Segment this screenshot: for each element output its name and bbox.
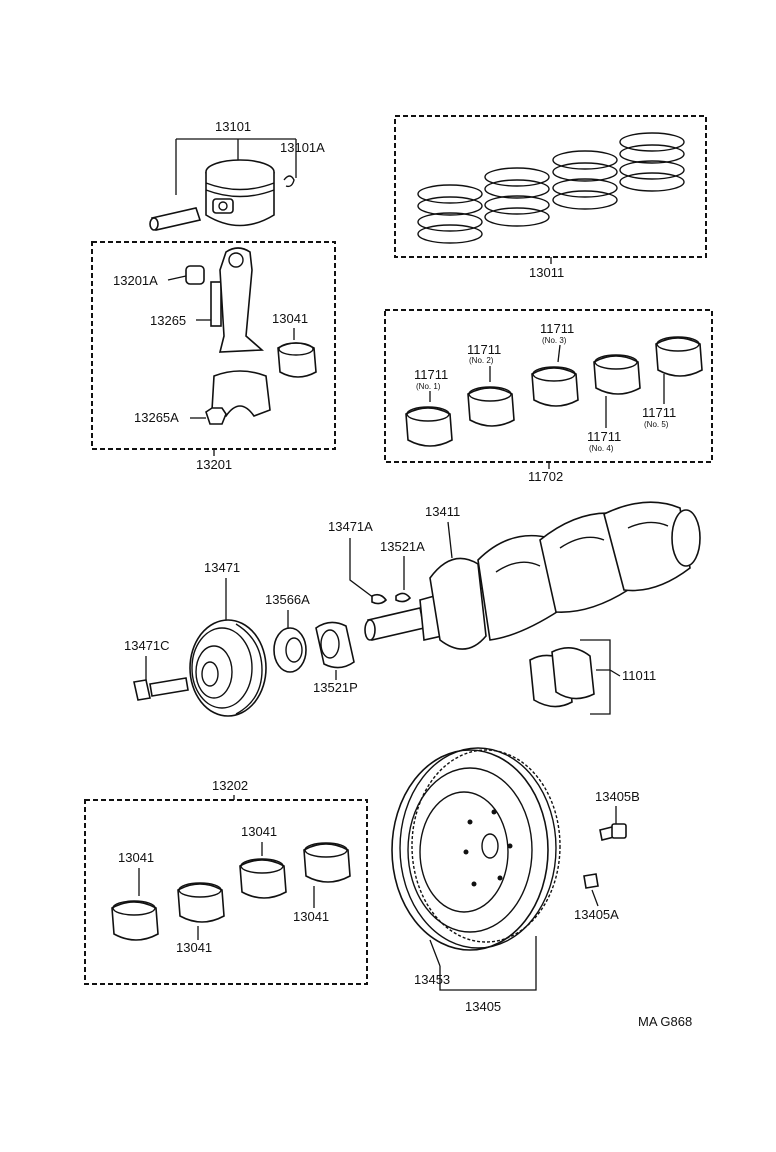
label-13521P: 13521P bbox=[313, 680, 358, 695]
rod-bearing bbox=[277, 342, 317, 378]
label-13265: 13265 bbox=[150, 313, 186, 328]
label-11011: 11011 bbox=[622, 668, 656, 683]
flywheel-group: 13405B 13405A 13453 13405 bbox=[391, 747, 640, 1014]
main-bearing-no2 bbox=[467, 387, 515, 427]
ring-set-2 bbox=[484, 167, 550, 227]
label-13011: 13011 bbox=[529, 265, 564, 280]
label-13471C: 13471C bbox=[124, 638, 170, 653]
label-13041-rod: 13041 bbox=[272, 311, 308, 326]
label-11711-no2-sub: (No. 2) bbox=[469, 356, 494, 365]
label-13041-d: 13041 bbox=[293, 909, 329, 924]
label-13405B: 13405B bbox=[595, 789, 640, 804]
label-11711-no3: 11711 bbox=[540, 321, 574, 336]
label-13201: 13201 bbox=[196, 457, 232, 472]
label-13521A: 13521A bbox=[380, 539, 425, 554]
dowel-pin bbox=[583, 873, 599, 889]
label-13405: 13405 bbox=[465, 999, 501, 1014]
main-bearing-no5 bbox=[655, 337, 703, 377]
thrust-washer-b bbox=[551, 647, 595, 700]
woodruff-key-a bbox=[371, 593, 388, 605]
label-13471: 13471 bbox=[204, 560, 240, 575]
label-11711-no5: 11711 bbox=[642, 405, 676, 420]
ring-set-3 bbox=[552, 150, 618, 210]
snap-ring bbox=[283, 175, 295, 188]
label-11702: 11702 bbox=[528, 469, 563, 484]
label-13101A: 13101A bbox=[280, 140, 325, 155]
main-bearing-no4 bbox=[593, 355, 641, 395]
rod-bearing-c bbox=[239, 859, 287, 899]
label-13041-c: 13041 bbox=[241, 824, 277, 839]
connecting-rod-group: 13201 13201A 13265 13041 13265A bbox=[91, 241, 336, 472]
rod-bearing-b bbox=[177, 883, 225, 923]
label-13411: 13411 bbox=[425, 504, 460, 519]
catalog-reference: MA G868 bbox=[638, 1014, 692, 1029]
piston-group: 13101 13101A bbox=[149, 119, 325, 231]
label-11711-no5-sub: (No. 5) bbox=[644, 420, 669, 429]
label-13453: 13453 bbox=[414, 972, 450, 987]
rod-bearing-a bbox=[111, 901, 159, 941]
label-13201A: 13201A bbox=[113, 273, 158, 288]
rod-cap bbox=[211, 370, 271, 417]
woodruff-key-b bbox=[395, 592, 412, 603]
crank-pulley bbox=[189, 619, 267, 717]
main-bearing-group: 11702 11711 (No. 1) 11711 (No. 2) 11711 … bbox=[384, 309, 713, 484]
rod-bearing-d bbox=[303, 843, 351, 883]
label-11711-no3-sub: (No. 3) bbox=[542, 336, 567, 345]
crank-web-1 bbox=[429, 557, 487, 650]
label-11711-no2: 11711 bbox=[467, 342, 501, 357]
pulley-bolt bbox=[149, 677, 189, 697]
crankshaft-group: 13471A 13521A 13411 13471 13471C 13566A bbox=[124, 501, 701, 717]
rod-bearing-group: 13202 13041 13041 13041 13041 bbox=[84, 778, 368, 985]
flywheel bbox=[391, 749, 549, 951]
rod-bolt bbox=[210, 281, 222, 327]
label-13202: 13202 bbox=[212, 778, 248, 793]
crank-snout bbox=[367, 607, 425, 641]
label-13265A: 13265A bbox=[134, 410, 179, 425]
label-11711-no1: 11711 bbox=[414, 367, 448, 382]
label-11711-no4: 11711 bbox=[587, 429, 621, 444]
ring-set-1 bbox=[417, 184, 483, 244]
ring-set-4 bbox=[619, 132, 685, 192]
label-13405A: 13405A bbox=[574, 907, 619, 922]
piston-ring-group: 13011 bbox=[394, 115, 707, 280]
bushing bbox=[185, 265, 205, 285]
piston-pin bbox=[150, 207, 202, 231]
label-11711-no4-sub: (No. 4) bbox=[589, 444, 614, 453]
label-13566A: 13566A bbox=[265, 592, 310, 607]
crank-flange bbox=[671, 509, 701, 567]
label-13471A: 13471A bbox=[328, 519, 373, 534]
label-11711-no1-sub: (No. 1) bbox=[416, 382, 441, 391]
main-bearing-no1 bbox=[405, 407, 453, 447]
oil-seal bbox=[273, 627, 307, 673]
pulley-bolt-head bbox=[133, 679, 151, 701]
connecting-rod bbox=[218, 247, 265, 353]
label-13041-a: 13041 bbox=[118, 850, 154, 865]
rod-nut bbox=[205, 407, 227, 425]
label-13101: 13101 bbox=[215, 119, 251, 134]
label-13041-b: 13041 bbox=[176, 940, 212, 955]
crank-web-4 bbox=[603, 501, 691, 592]
main-bearing-no3 bbox=[531, 367, 579, 407]
